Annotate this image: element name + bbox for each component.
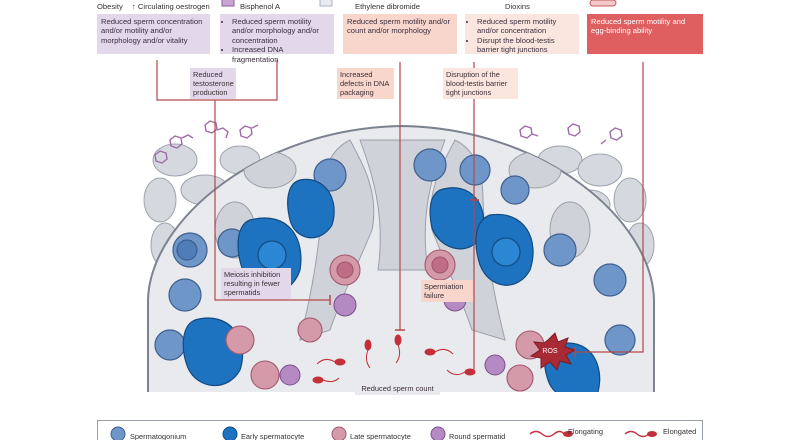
dioxins-effect-1: Reduced sperm motility and/or concentrat…: [477, 17, 575, 36]
dna-packaging-label: Increased defects in DNA packaging: [337, 68, 394, 99]
legend-early-spermatocyte: Early spermatocyte: [241, 432, 305, 440]
meiosis-label: Meiosis inhibition resulting in fewer sp…: [221, 268, 291, 299]
spermiation-label: Spermiation failure: [421, 280, 473, 302]
legend-elongated: Elongated: [663, 427, 697, 436]
bisphenol-effect-1: Reduced sperm motility and/or morphology…: [232, 17, 330, 45]
obesity-label: Obesity: [97, 2, 123, 11]
connector-lines: [156, 60, 644, 373]
ros-label: ROS: [542, 348, 558, 355]
chemical-molecule-icon: [154, 120, 623, 164]
bottle-icon: [319, 0, 333, 7]
dioxins-effect-2: Disrupt the blood-testis barrier tight j…: [477, 36, 575, 55]
legend-spermatogonium: Spermatogonium: [130, 432, 187, 440]
pill-icon: [221, 0, 617, 7]
legend-swatches: [110, 426, 657, 440]
legend-late-spermatocyte: Late spermatocyte: [350, 432, 411, 440]
bisphenol-effect-2: Increased DNA fragmentation: [232, 45, 330, 64]
sperm-cells: [312, 334, 476, 384]
sperm-count-label: Reduced sperm count: [355, 382, 440, 395]
ros-effect-box: Reduced sperm motility and egg-binding a…: [587, 14, 703, 54]
oestrogen-label: ↑ Circulating oestrogen: [132, 2, 210, 11]
inhibition-bars: [329, 199, 576, 357]
legend-round-spermatid: Round spermatid: [449, 432, 506, 440]
warning-starburst-icon: [529, 332, 577, 371]
ethylene-label: Ethylene dibromide: [355, 2, 421, 11]
obesity-effect-box: Reduced sperm concentration and/or motil…: [97, 14, 210, 54]
legend-elongating: Elongating: [568, 427, 603, 436]
ethylene-effect-box: Reduced sperm motility and/or count and/…: [343, 14, 457, 54]
legend: Spermatogonium Early spermatocyte Late s…: [97, 420, 703, 440]
bisphenol-effect-box: Reduced sperm motility and/or morphology…: [220, 14, 334, 64]
dioxins-effect-box: Reduced sperm motility and/or concentrat…: [465, 14, 579, 54]
btb-disruption-label: Disruption of the blood-testis barrier t…: [443, 68, 518, 99]
bisphenol-label: Bisphenol A: [240, 2, 281, 11]
testosterone-label: Reduced testosterone production: [190, 68, 236, 99]
dioxins-label: Dioxins: [505, 2, 530, 11]
